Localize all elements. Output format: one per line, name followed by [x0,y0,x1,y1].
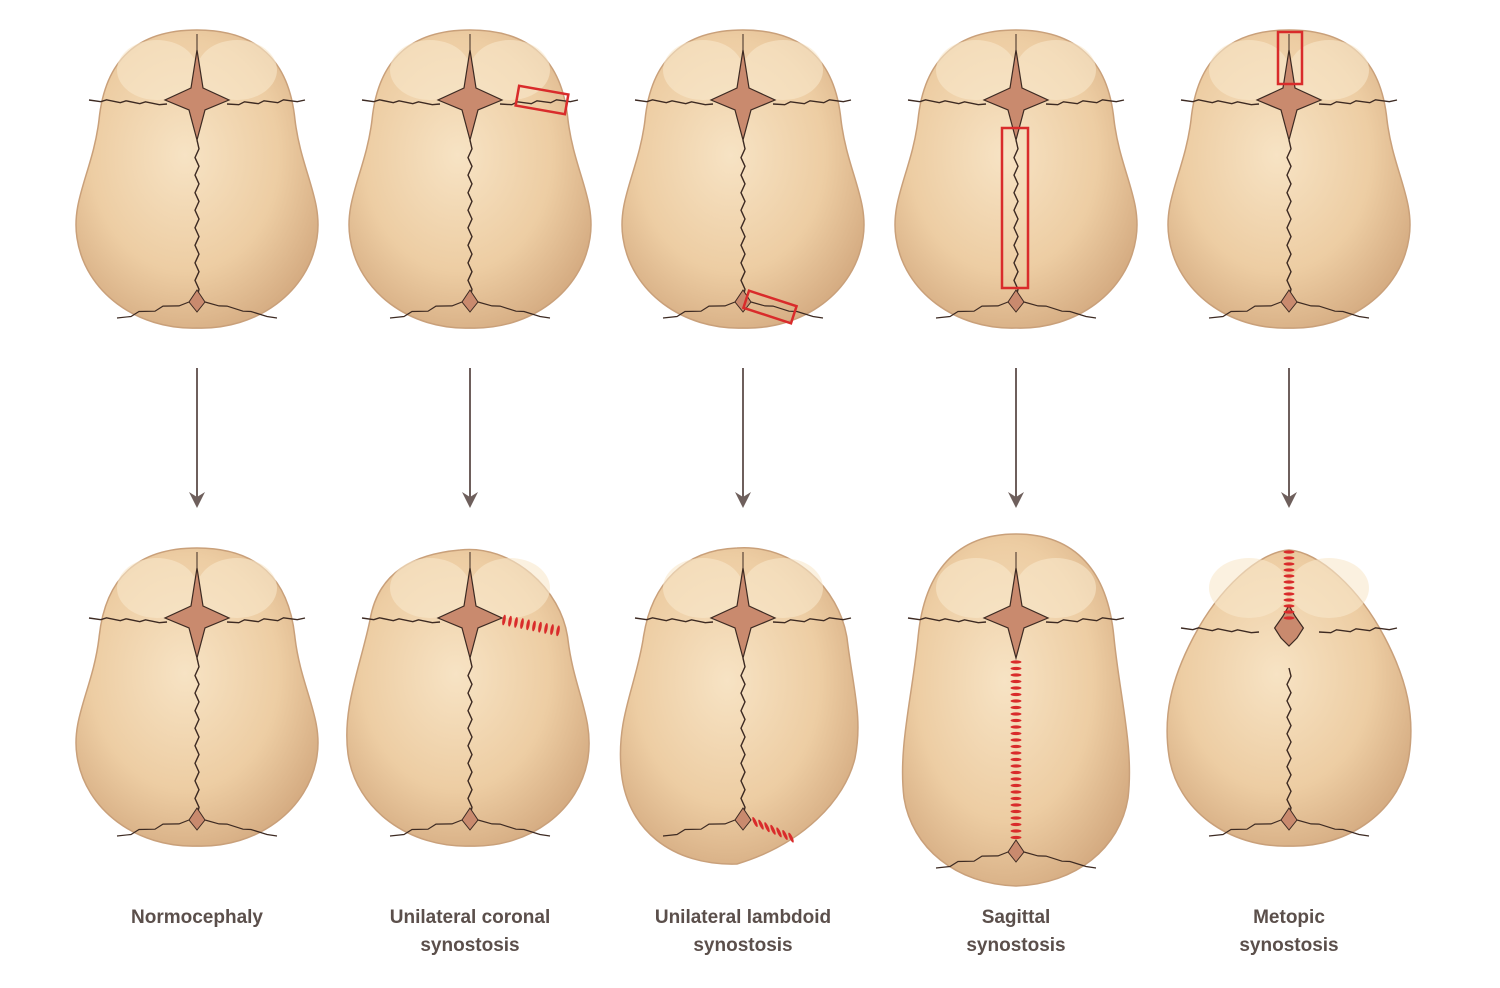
fused-suture-mark [1010,744,1022,749]
anterior-fontanelle [982,567,1050,661]
fused-suture-mark [782,829,788,841]
fused-suture-mark [532,620,536,632]
fused-suture-mark [1283,616,1295,620]
fused-suture-mark [526,619,530,631]
fused-suture-mark [758,819,764,830]
fused-suture-mark [1010,699,1022,703]
top-skull-unilateral-lambdoid [621,29,865,329]
fused-suture-mark [1010,757,1022,762]
anterior-fontanelle [1273,604,1305,647]
fused-suture-mark [1283,556,1295,560]
top-skull-sagittal [894,29,1138,329]
fused-suture-mark [1010,764,1022,768]
fused-suture-mark [1010,770,1022,775]
fused-suture-mark [1010,692,1022,697]
fused-suture-mark [1010,822,1022,827]
fused-suture-mark [1010,790,1022,794]
fused-suture-mark [770,824,776,835]
fused-suture-mark [1010,731,1022,736]
fused-suture-mark [1010,679,1022,684]
top-skull-normocephaly [75,29,319,329]
fused-suture-mark [508,615,512,627]
fused-suture-mark [1010,660,1022,664]
caption-normocephaly: Normocephaly [131,907,263,928]
suture-highlight-box [1276,30,1304,86]
fused-suture-mark [520,618,524,630]
fused-suture-mark [1010,803,1022,807]
fused-suture-mark [776,827,782,838]
fused-suture-mark [502,614,506,626]
fused-suture-mark [1010,718,1022,723]
suture-highlight-box [514,84,570,116]
caption-sagittal: Sagittal synostosis [966,907,1066,956]
fused-suture-mark [1010,705,1022,710]
top-skull-metopic [1167,29,1411,329]
fused-suture-mark [1283,586,1295,590]
fused-suture-mark [1010,783,1022,788]
fused-suture-mark [1283,574,1295,578]
fused-suture-mark [514,616,518,628]
fused-suture-mark [1010,738,1022,742]
fused-suture-mark [1010,673,1022,677]
bottom-skull-sagittal [901,533,1131,887]
fused-suture-mark [1010,829,1022,833]
fused-suture-mark [544,622,548,634]
fused-suture-mark [1283,592,1295,596]
fused-suture-mark [538,621,542,633]
fused-suture-mark [1010,712,1022,716]
fused-suture-mark [1010,777,1022,781]
caption-metopic: Metopic synostosis [1239,907,1339,956]
fused-suture-mark [1283,604,1295,608]
fused-suture-mark [1010,751,1022,755]
fused-suture-mark [1010,809,1022,814]
bottom-skull-unilateral-lambdoid [619,547,859,865]
fused-suture-mark [1010,835,1022,840]
fused-suture-mark [1010,816,1022,820]
fused-suture-mark [1010,686,1022,690]
caption-unilateral-coronal: Unilateral coronal synostosis [389,907,551,956]
fused-suture-mark [764,822,770,833]
fused-suture-mark [1283,562,1295,566]
fused-suture-mark [1010,666,1022,671]
fused-suture-mark [1283,610,1295,614]
fused-suture-mark [788,832,794,843]
fused-suture-mark [1283,568,1295,572]
fused-suture-mark [752,816,758,828]
suture-highlight-box [1000,126,1030,290]
bottom-skull-metopic [1166,549,1412,847]
caption-unilateral-lambdoid: Unilateral lambdoid synostosis [654,907,832,956]
fused-suture-mark [1283,580,1295,584]
bottom-skull-unilateral-coronal [346,548,590,847]
bottom-skull-normocephaly [75,547,319,847]
fused-suture-mark [556,625,560,637]
fused-suture-mark [1283,550,1295,554]
fused-suture-mark [1283,598,1295,602]
suture-highlight-box [741,289,799,325]
fused-suture-mark [1010,796,1022,801]
fused-suture-mark [1010,725,1022,729]
fused-suture-mark [550,624,554,636]
top-skull-unilateral-coronal [348,29,592,329]
